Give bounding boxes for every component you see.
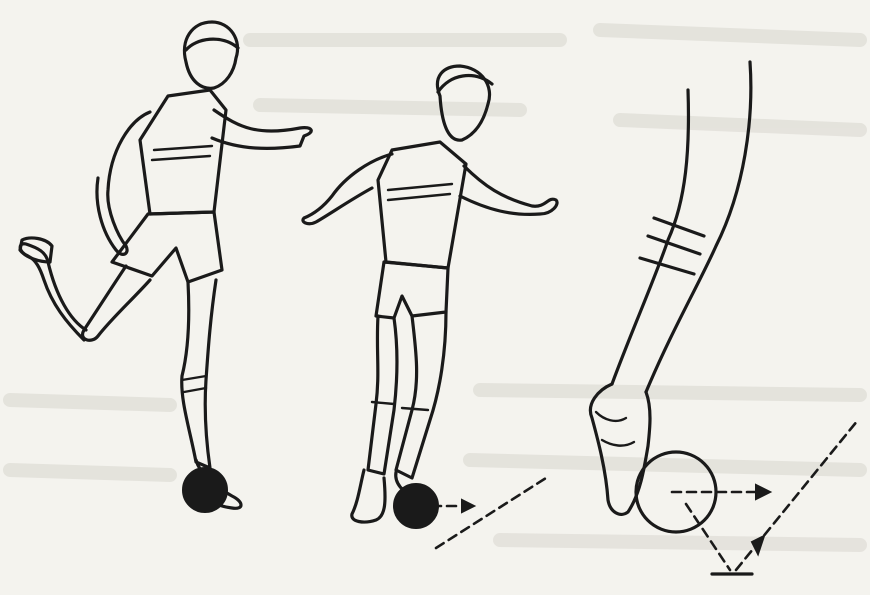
- panel-1-player-approach: [20, 22, 311, 512]
- panel-3-arrowhead: [756, 485, 770, 499]
- panel-3-sock-band-3: [640, 258, 694, 274]
- player-2-shorts: [376, 262, 448, 318]
- player-1-planted-leg: [182, 280, 216, 468]
- panel-3-foot-close-up: [590, 62, 858, 574]
- player-2-right-arm: [460, 166, 557, 214]
- player-2-shoe-back: [352, 470, 385, 522]
- player-2-kick-leg: [368, 316, 397, 474]
- player-1-head: [184, 22, 237, 88]
- panel-2-player-contact: [303, 66, 557, 548]
- panel-3-sock-band-2: [648, 236, 700, 254]
- player-1-shorts: [112, 212, 222, 282]
- player-2-torso: [378, 142, 466, 268]
- player-1-back-leg: [83, 266, 150, 340]
- player-1-left-arm: [97, 112, 150, 254]
- panel-3-shoe: [590, 384, 650, 514]
- panel-1-ball: [183, 468, 227, 512]
- paper-bleed-through: [10, 30, 860, 545]
- panel-3-sock-band-1: [654, 218, 704, 236]
- player-1-torso: [140, 90, 226, 214]
- panel-2-arrowhead: [462, 500, 474, 512]
- player-2-front-leg: [396, 312, 446, 478]
